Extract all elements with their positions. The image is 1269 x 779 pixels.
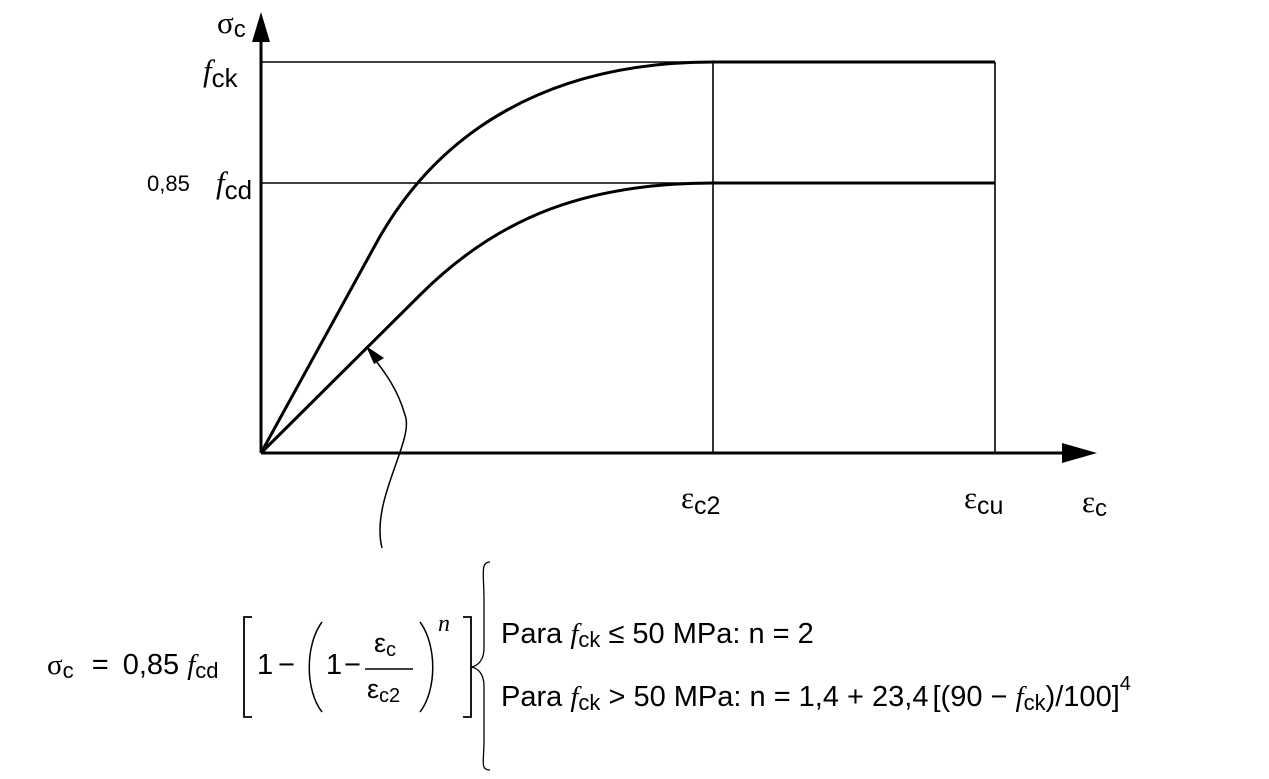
cases-brace: [470, 561, 491, 771]
eps-cu-label: εcu: [964, 480, 1003, 520]
formula-big-left-bracket: [243, 616, 252, 718]
formula-right-paren: [419, 621, 434, 713]
fraction-denominator: εc2: [367, 674, 401, 707]
fraction-numerator: εc: [374, 628, 397, 661]
formula-one-b: 1: [326, 649, 343, 681]
design-curve: [259, 181, 995, 455]
x-axis-arrow: [1062, 443, 1097, 463]
formula-one-a: 1: [257, 649, 274, 681]
characteristic-curve: [259, 60, 995, 454]
formula-minus-b: −: [344, 649, 361, 681]
formula-exponent: n: [438, 611, 450, 637]
formula-left-paren: [308, 621, 323, 713]
fck-label: fck: [203, 53, 239, 93]
formula-minus-a: −: [278, 649, 295, 681]
eps-c2-label: εc2: [681, 480, 720, 520]
case-fck-le-50: Para fck ≤ 50 MPa: n = 2: [501, 618, 814, 652]
y-axis-arrow: [252, 12, 270, 42]
y-axis-label: σc: [217, 5, 246, 43]
fcd-coefficient: 0,85: [147, 171, 190, 196]
case-fck-gt-50: Para fck > 50 MPa: n = 1,4 + 23,4[(90 − …: [501, 673, 1131, 715]
pointer-curve: [371, 355, 408, 549]
formula-lhs: σc = 0,85 fcd: [47, 649, 219, 683]
x-axis-label: εc: [1082, 484, 1107, 522]
formula-big-right-bracket: [463, 616, 472, 718]
fcd-label: fcd: [216, 165, 252, 205]
pointer-arrowhead: [366, 346, 384, 364]
